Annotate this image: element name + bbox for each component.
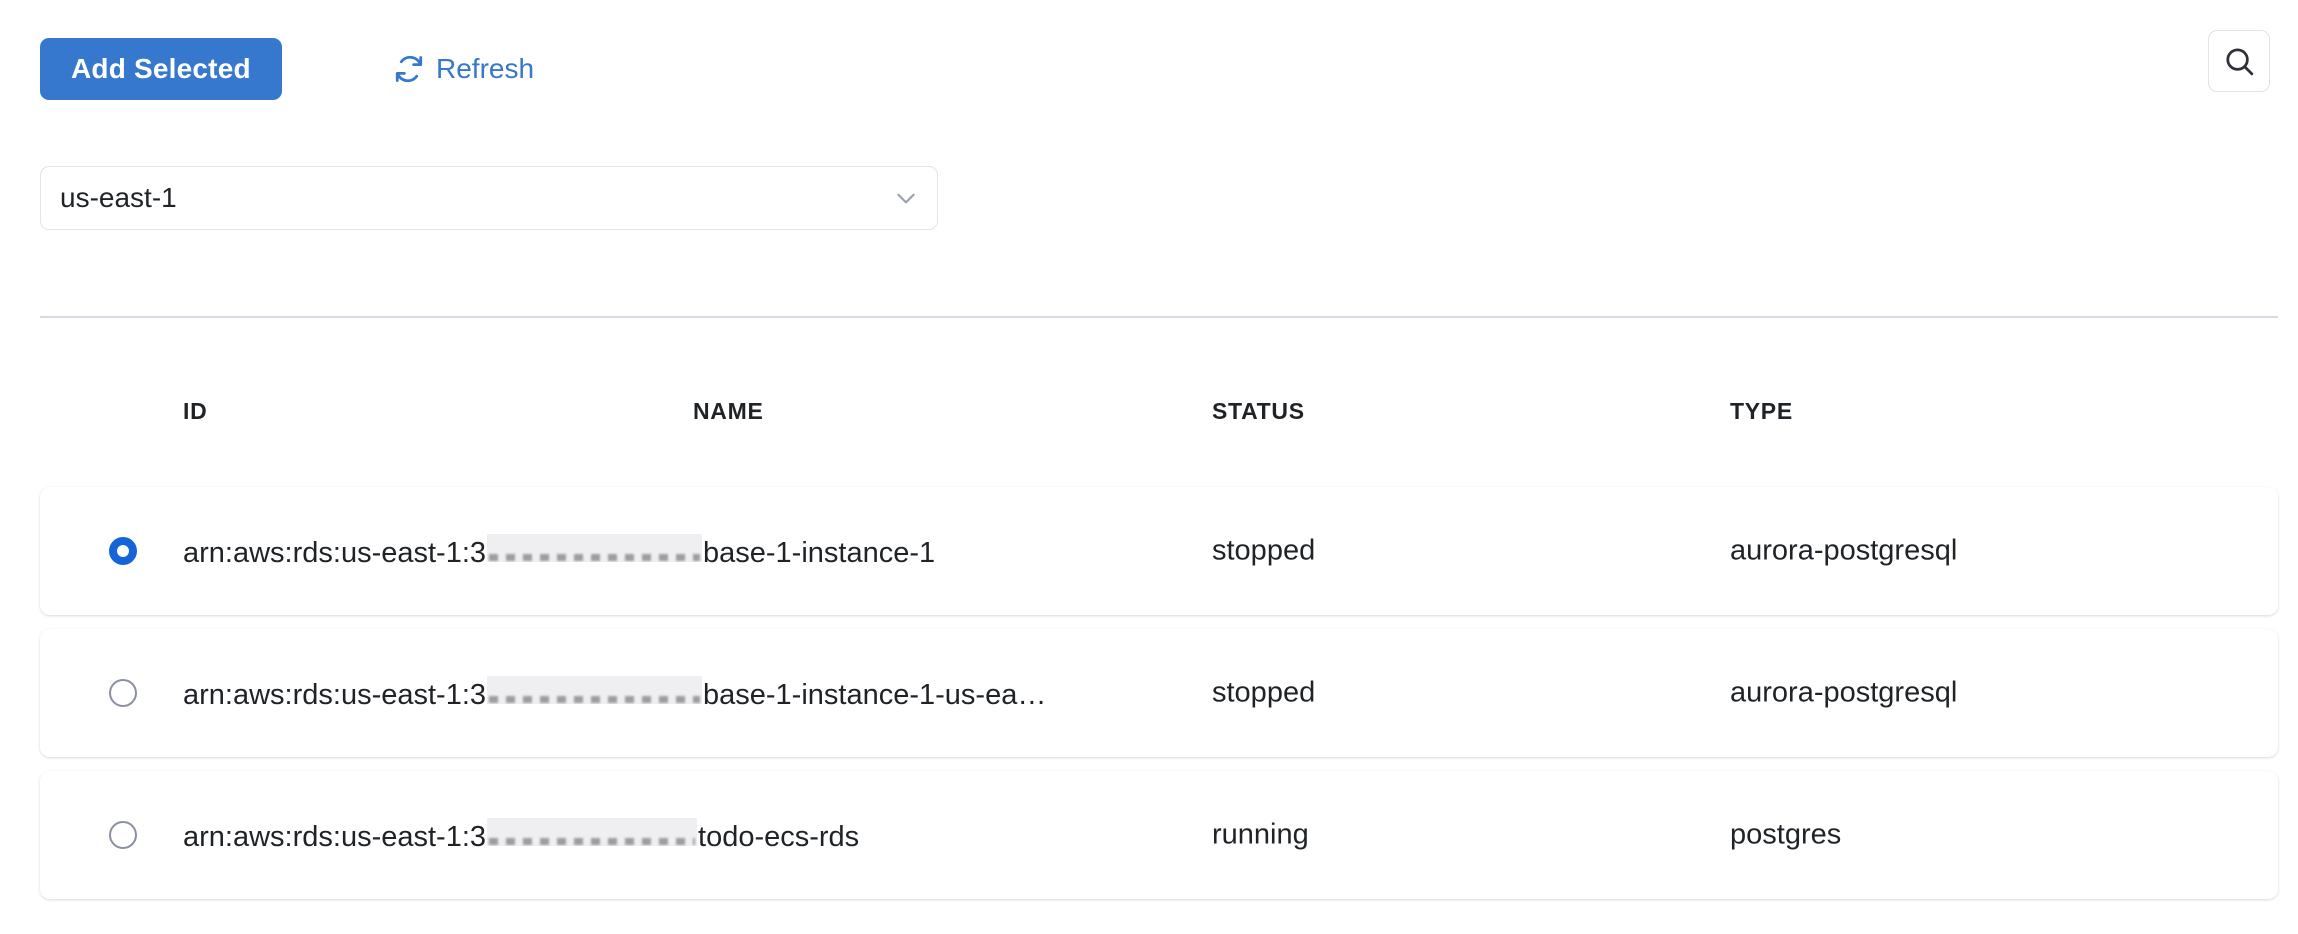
cell-id: arn:aws:rds:us-east-1:3 base-1-instance-1…	[183, 676, 1046, 710]
id-prefix: arn:aws:rds:us-east-1:3	[183, 821, 487, 852]
region-select[interactable]: us-east-1	[40, 166, 938, 230]
search-icon	[2223, 45, 2256, 78]
add-selected-button[interactable]: Add Selected	[40, 38, 282, 100]
table-body: arn:aws:rds:us-east-1:3 base-1-instance-1…	[0, 487, 2298, 899]
row-radio[interactable]	[106, 818, 140, 852]
refresh-label: Refresh	[436, 53, 535, 84]
id-prefix: arn:aws:rds:us-east-1:3	[183, 537, 487, 568]
cell-id: arn:aws:rds:us-east-1:3 base-1-instance-1	[183, 534, 935, 568]
id-prefix: arn:aws:rds:us-east-1:3	[183, 679, 487, 710]
cell-type: aurora-postgresql	[1730, 676, 1958, 709]
table-row[interactable]: arn:aws:rds:us-east-1:3 todo-ecs-rds runni…	[40, 771, 2278, 899]
cell-type: postgres	[1730, 818, 1842, 851]
redacted-account-id	[487, 534, 703, 562]
row-radio[interactable]	[106, 534, 140, 568]
table-row[interactable]: arn:aws:rds:us-east-1:3 base-1-instance-1…	[40, 487, 2278, 615]
column-header-status: STATUS	[1212, 398, 1305, 424]
cell-id: arn:aws:rds:us-east-1:3 todo-ecs-rds	[183, 818, 859, 852]
cell-status: stopped	[1212, 534, 1316, 567]
row-radio[interactable]	[106, 676, 140, 710]
chevron-down-icon	[893, 185, 919, 211]
cell-status: stopped	[1212, 676, 1316, 709]
id-suffix: base-1-instance-1	[703, 537, 936, 568]
region-select-value: us-east-1	[60, 184, 177, 212]
resources-table: ID NAME STATUS TYPE arn:aws:rds:us-east-…	[0, 400, 2298, 913]
cell-type: aurora-postgresql	[1730, 534, 1958, 567]
toolbar: Add Selected Refresh	[0, 0, 2298, 122]
table-row[interactable]: arn:aws:rds:us-east-1:3 base-1-instance-1…	[40, 629, 2278, 757]
column-header-name: NAME	[693, 398, 764, 424]
refresh-icon	[393, 53, 425, 85]
redacted-account-id	[487, 676, 703, 704]
id-suffix: base-1-instance-1-us-ea…	[703, 679, 1047, 710]
column-header-type: TYPE	[1730, 398, 1793, 424]
refresh-button[interactable]: Refresh	[393, 40, 534, 98]
column-header-id: ID	[183, 398, 208, 424]
search-button[interactable]	[2208, 30, 2270, 92]
table-header-row: ID NAME STATUS TYPE	[40, 400, 2278, 448]
id-suffix: todo-ecs-rds	[698, 821, 860, 852]
cell-status: running	[1212, 818, 1309, 851]
redacted-account-id	[487, 818, 698, 846]
section-divider	[40, 316, 2278, 318]
